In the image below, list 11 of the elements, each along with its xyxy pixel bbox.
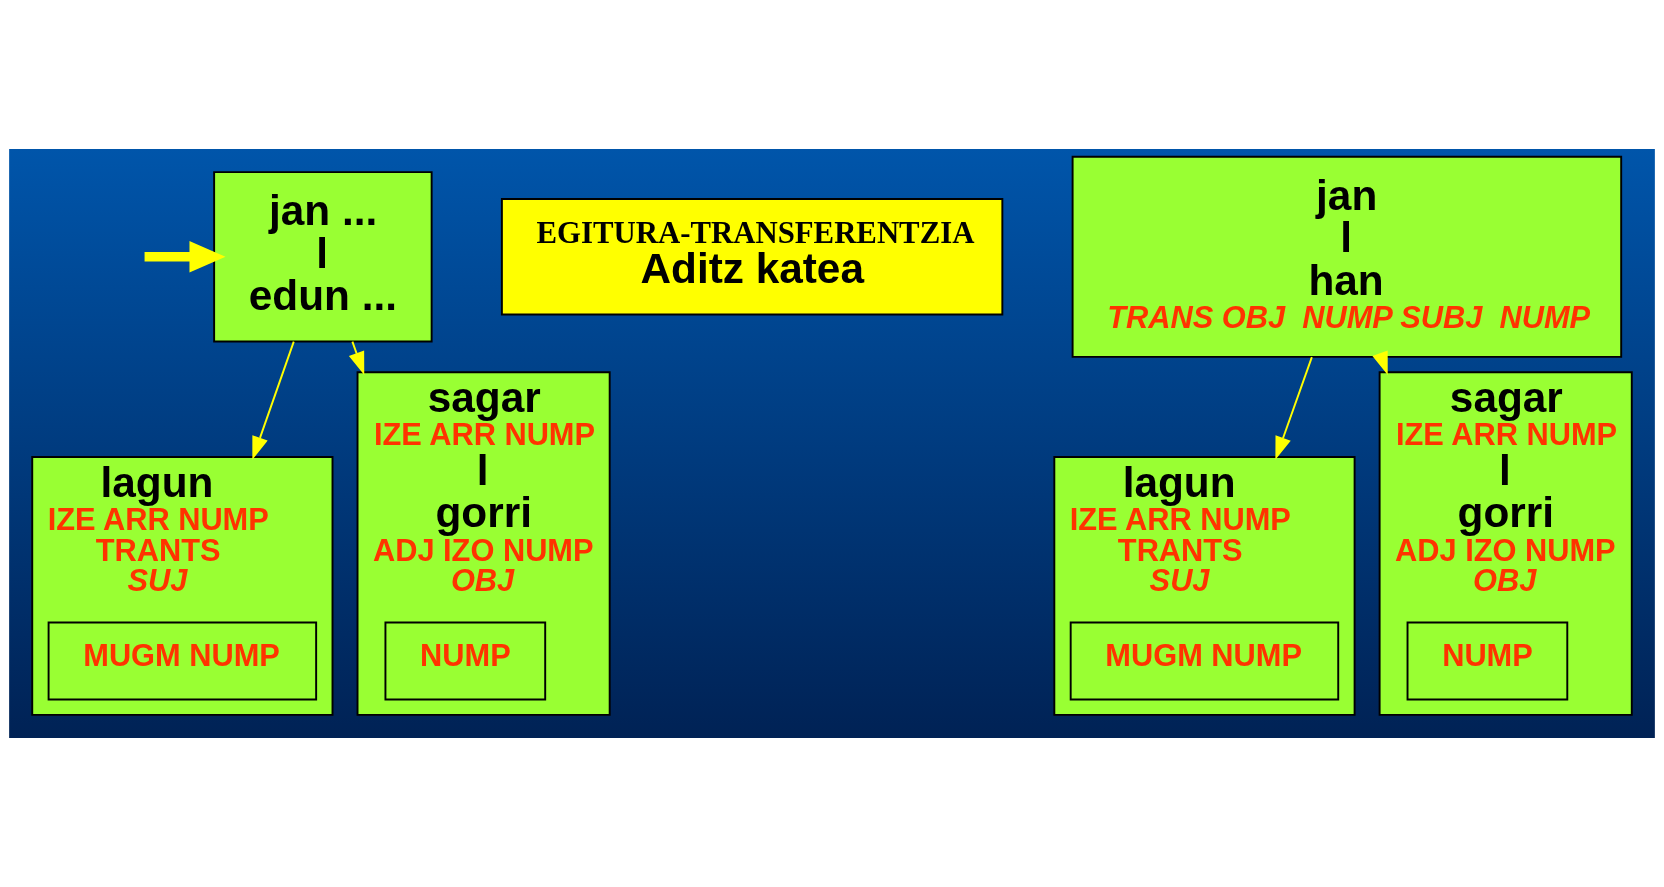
- node-box: NUMP: [384, 621, 547, 701]
- arrow: [348, 340, 365, 375]
- arrow: [1372, 350, 1388, 375]
- node-box: EGITURA-TRANSFERENTZIA Aditz katea: [500, 198, 1004, 316]
- node-box: jan ... l edun ...: [213, 171, 433, 343]
- node-box: NUMP: [1406, 621, 1569, 701]
- arrow: [144, 241, 226, 273]
- node-box: MUGM NUMP: [47, 621, 318, 701]
- node-box: MUGM NUMP: [1069, 621, 1340, 701]
- arrow: [1275, 356, 1313, 460]
- arrow: [252, 340, 295, 460]
